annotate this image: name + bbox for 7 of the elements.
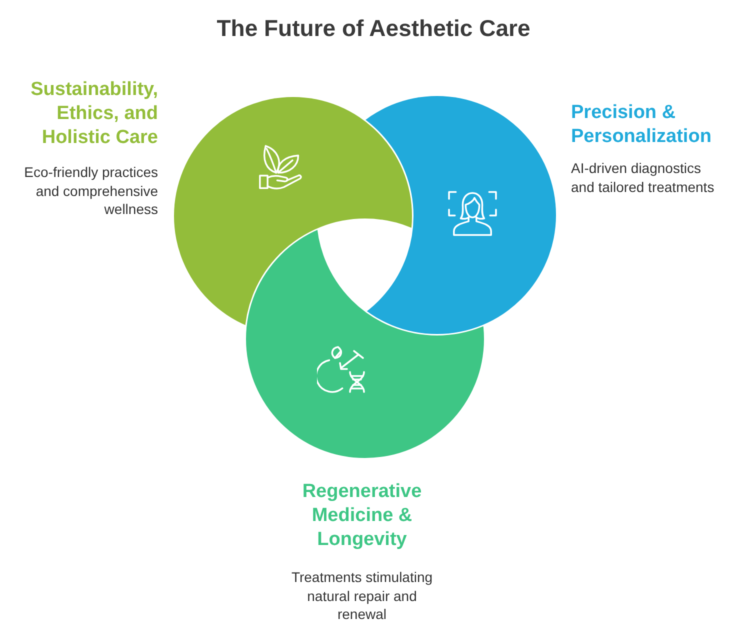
heading: Sustainability, Ethics, and Holistic Care (30, 78, 158, 150)
heading: Regenerative Medicine & Longevity (301, 480, 423, 552)
description: AI-driven diagnostics and tailored treatments (571, 159, 716, 196)
title: The Future of Aesthetic Care (216, 14, 532, 43)
description: Eco-friendly practices and comprehensive wellness (23, 163, 158, 218)
heading: Precision & Personalization (571, 101, 712, 149)
description: Treatments stimulating natural repair and renewal (290, 568, 434, 624)
